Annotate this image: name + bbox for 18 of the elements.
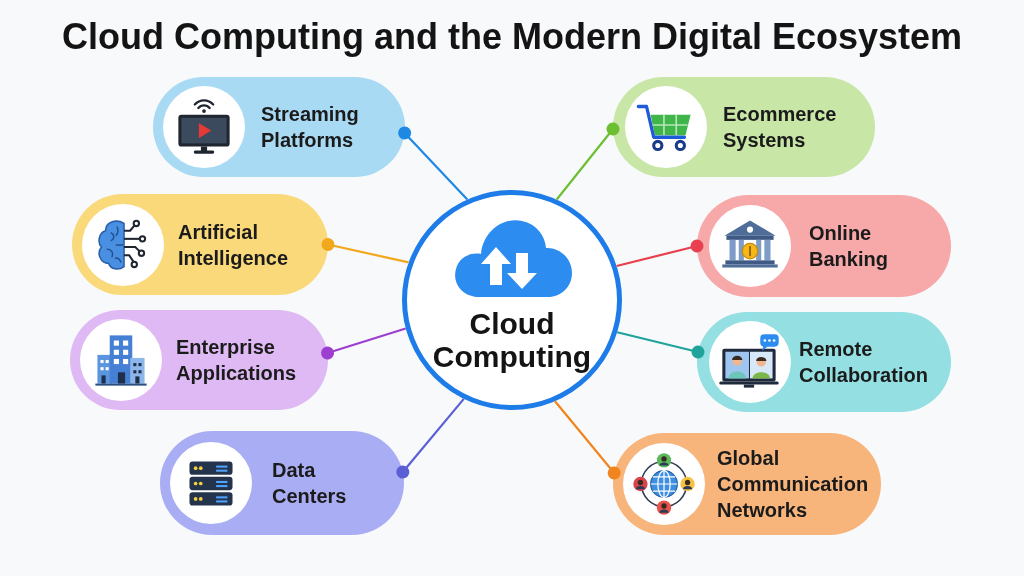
connector-line (616, 331, 705, 359)
topic-label: Enterprise Applications (176, 335, 296, 386)
connector-line (616, 239, 704, 268)
connector-line (321, 327, 407, 360)
topic-label: Global Communication Networks (717, 446, 869, 523)
connector-line (396, 398, 465, 479)
topic-label: Remote Collaboration (799, 337, 928, 388)
diagram-title: Cloud Computing and the Modern Digital Ecosystem (62, 16, 962, 58)
topic-label: Data Centers (272, 458, 347, 509)
topic-label: Streaming Platforms (261, 102, 359, 153)
hub-label: Cloud Computing (432, 307, 592, 373)
connector-line (554, 400, 621, 480)
connector-line (398, 126, 469, 201)
topic-label: Online Banking (809, 221, 888, 272)
topic-label: Ecommerce Systems (723, 102, 837, 153)
connector-line (555, 122, 620, 201)
connector-line (321, 238, 409, 264)
topic-label: Artificial Intelligence (178, 219, 289, 271)
